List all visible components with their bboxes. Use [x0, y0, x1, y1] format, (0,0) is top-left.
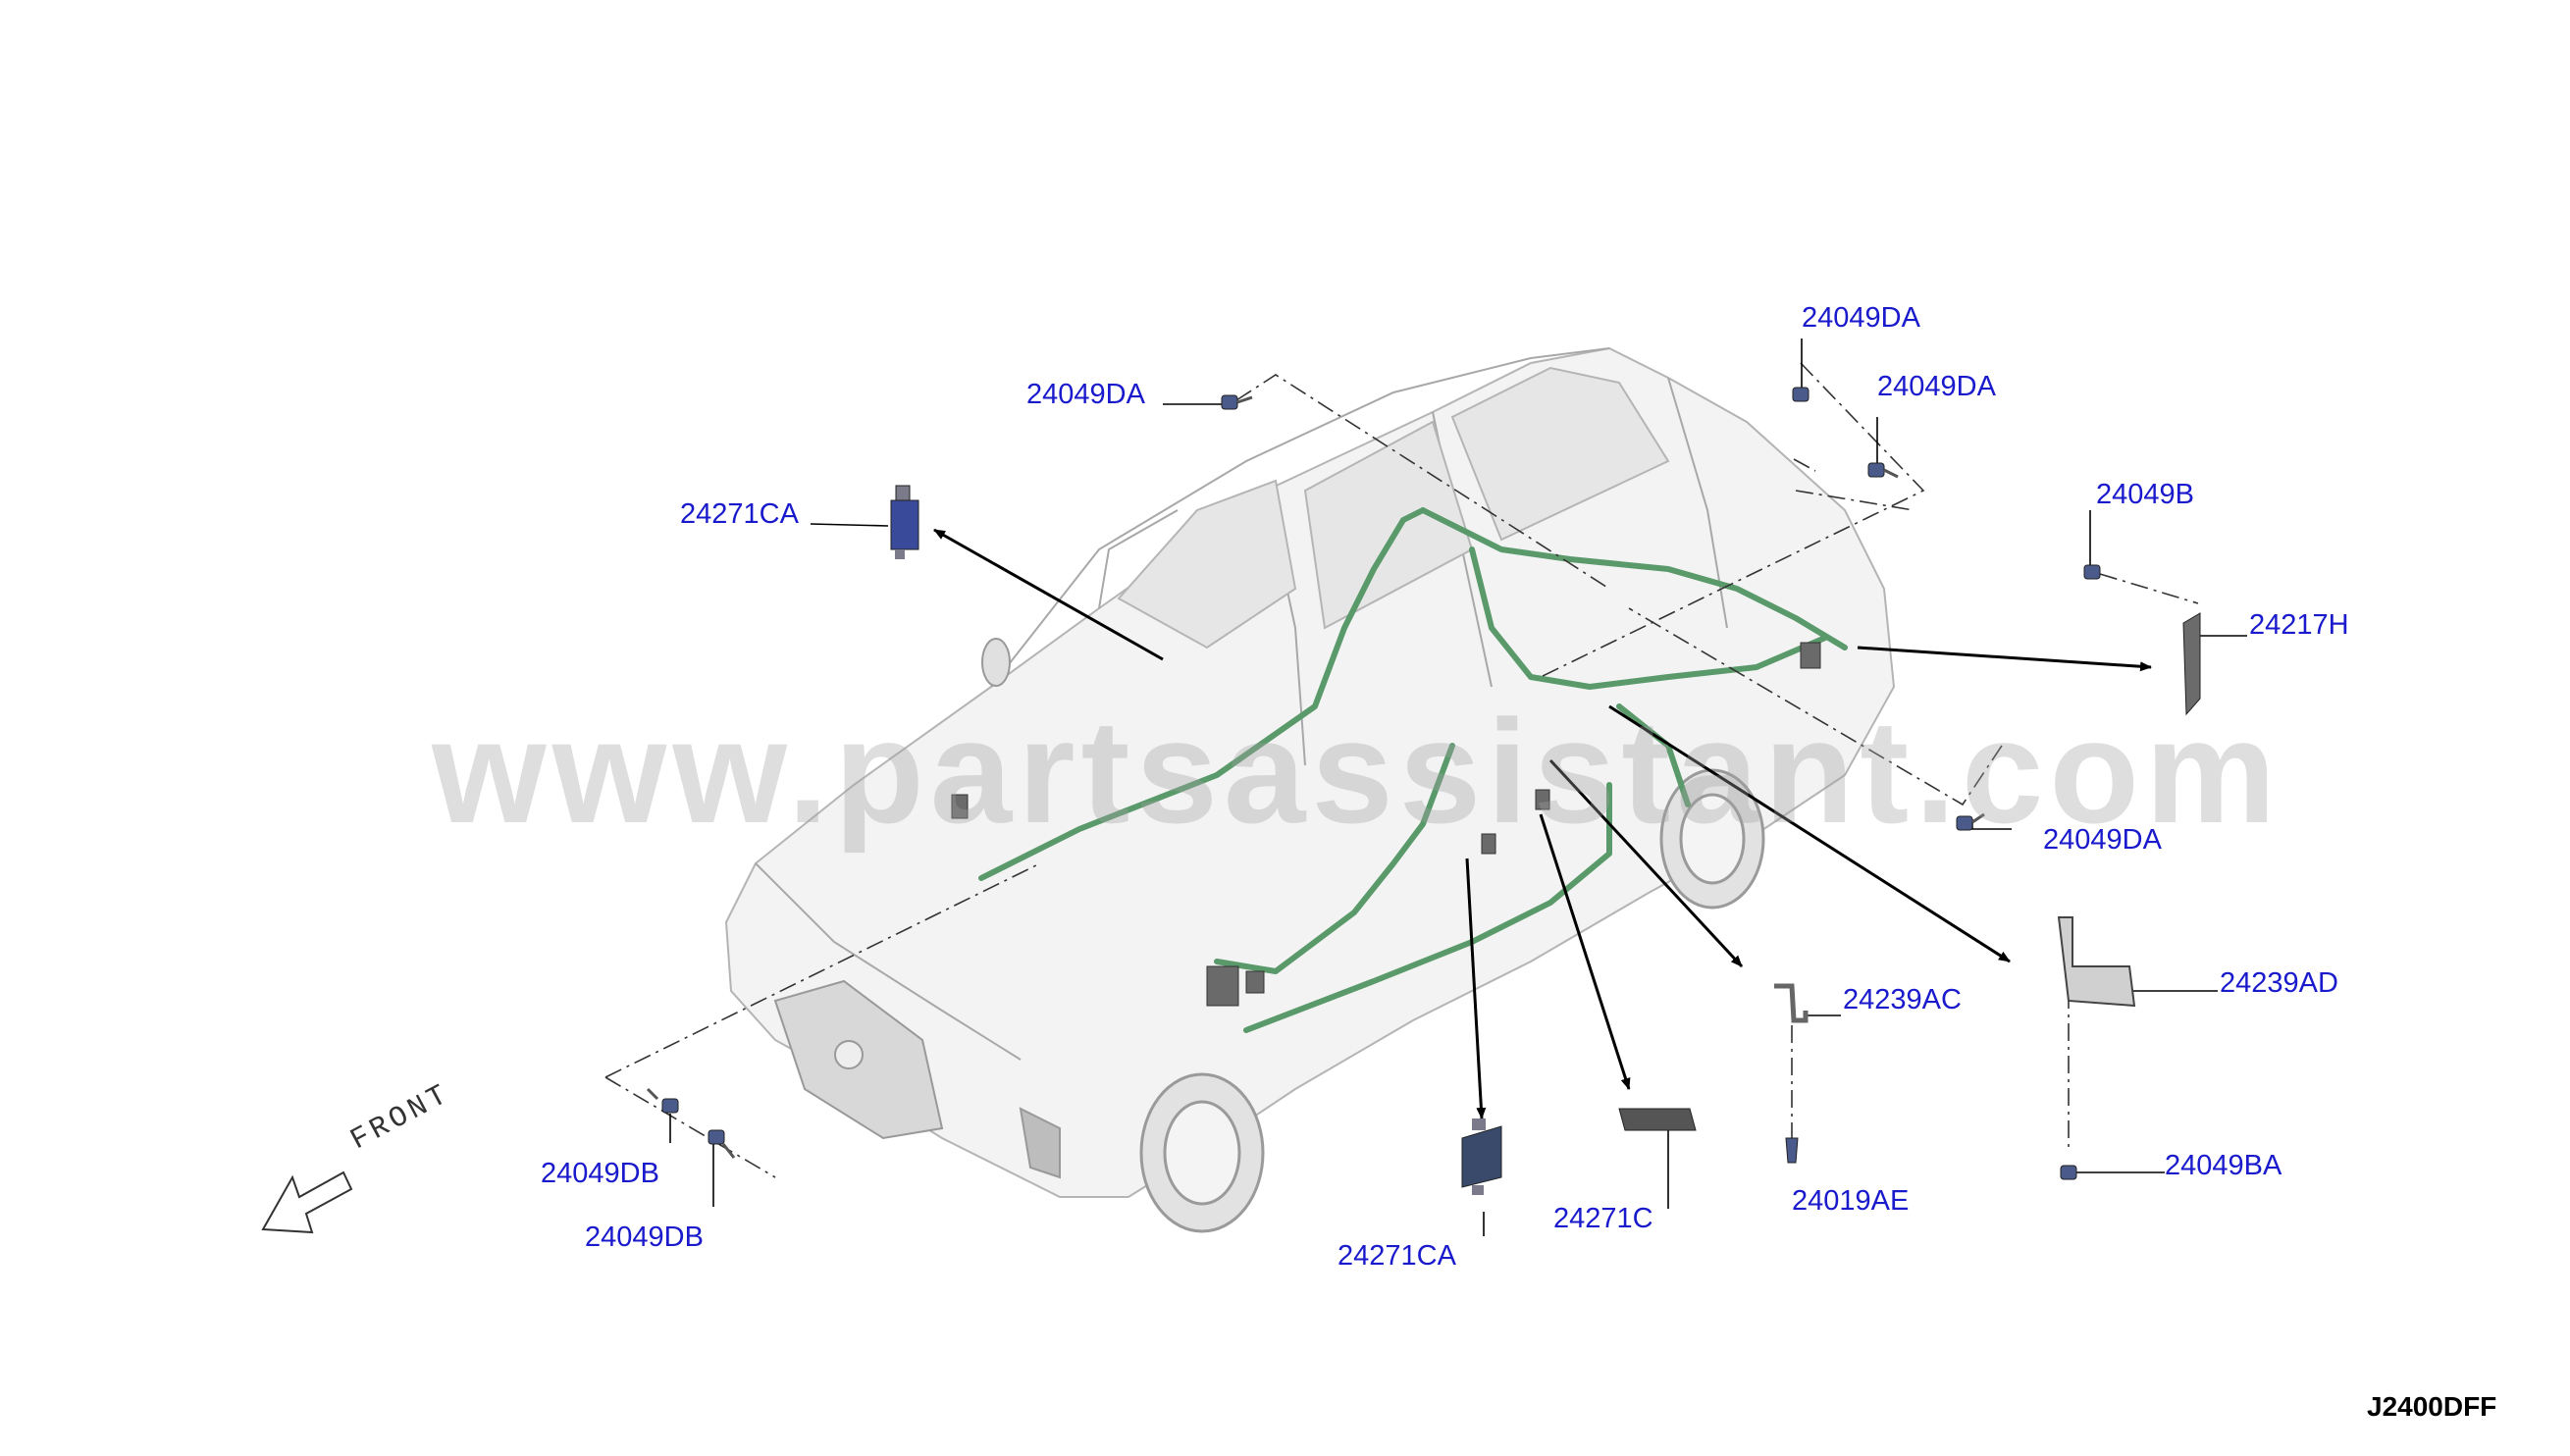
diagram-code: J2400DFF — [2367, 1391, 2497, 1422]
label-24271ca-bottom[interactable]: 24271CA — [1337, 1240, 1456, 1272]
label-leaders — [669, 338, 2247, 1236]
part-clip-24049da-right[interactable] — [1867, 462, 1899, 479]
vehicle-wheels — [1139, 768, 1765, 1233]
wiring-harness — [978, 507, 1848, 1033]
callout-arrows — [933, 528, 2152, 1119]
part-clip-24049db-b[interactable] — [708, 1129, 736, 1159]
label-24049db-b[interactable]: 24049DB — [585, 1222, 704, 1253]
label-24271ca-left[interactable]: 24271CA — [680, 498, 799, 530]
label-24271c[interactable]: 24271C — [1553, 1203, 1653, 1234]
label-24049ba[interactable]: 24049BA — [2165, 1150, 2282, 1181]
label-24049da-left[interactable]: 24049DA — [1026, 379, 1145, 410]
part-clip-24019ae[interactable] — [1785, 1137, 1799, 1164]
part-module-24271ca-bottom[interactable] — [1461, 1118, 1502, 1195]
front-arrow-icon — [261, 1170, 353, 1234]
label-24049b[interactable]: 24049B — [2096, 479, 2194, 510]
part-bracket-24217h[interactable] — [2182, 612, 2201, 716]
part-clip-24049da-top[interactable] — [1792, 387, 1809, 402]
label-24049db-a[interactable]: 24049DB — [541, 1158, 659, 1189]
label-24217h[interactable]: 24217H — [2249, 609, 2349, 641]
part-bracket-24239ac[interactable] — [1774, 983, 1809, 1023]
label-24019ae[interactable]: 24019AE — [1792, 1185, 1910, 1217]
vehicle-front — [773, 979, 1061, 1179]
part-bracket-24239ad[interactable] — [2057, 916, 2136, 1008]
part-clip-24049da-bottom[interactable] — [1956, 812, 1985, 831]
side-mirror — [981, 638, 1011, 687]
label-24239ad[interactable]: 24239AD — [2220, 967, 2338, 999]
label-24239ac[interactable]: 24239AC — [1843, 984, 1962, 1015]
part-module-24271c[interactable] — [1618, 1108, 1697, 1131]
part-module-24271ca-left[interactable] — [890, 485, 919, 559]
part-clip-24049ba[interactable] — [2060, 1165, 2077, 1180]
part-clip-24049da-left[interactable] — [1221, 394, 1253, 410]
label-24049da-right[interactable]: 24049DA — [1877, 371, 1996, 402]
part-clip-24049b[interactable] — [2083, 564, 2101, 580]
dash-dot-lines — [604, 362, 2199, 1178]
label-24049da-bottom[interactable]: 24049DA — [2043, 824, 2162, 856]
harness-connectors — [951, 642, 1821, 1007]
part-clip-24049db-a[interactable] — [646, 1087, 679, 1114]
label-24049da-top[interactable]: 24049DA — [1802, 302, 1920, 334]
